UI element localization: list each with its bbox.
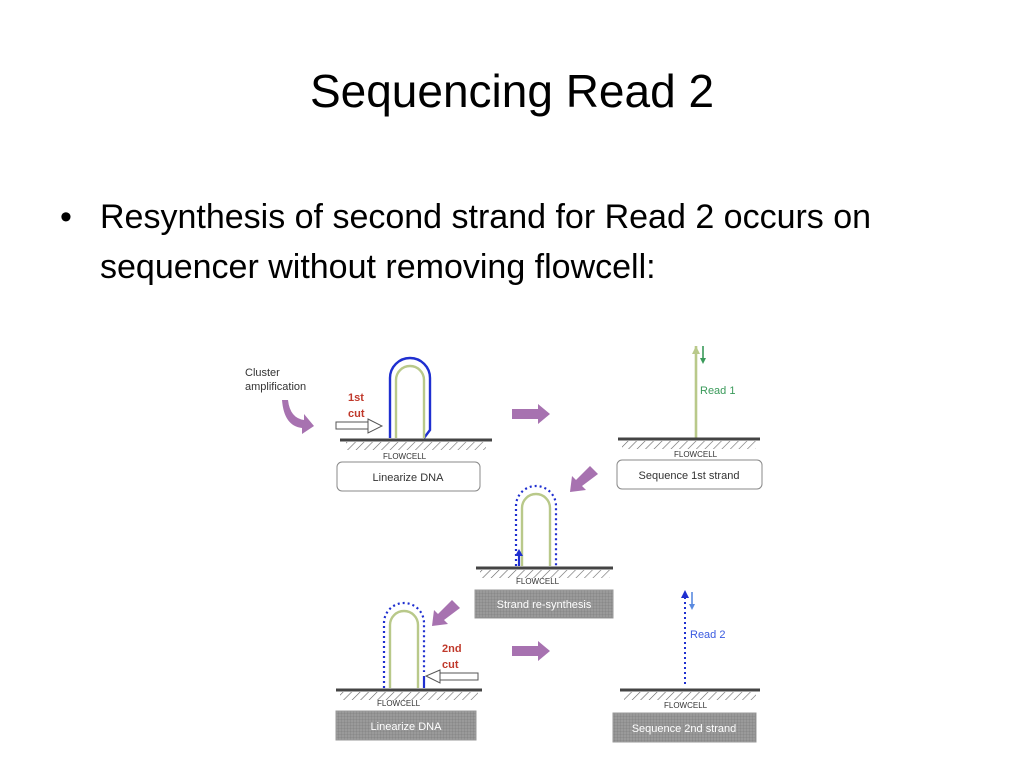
cluster-label-2: amplification — [245, 381, 306, 393]
step-sequence-1: Sequence 1st strand — [639, 470, 740, 482]
arrow-right-icon — [512, 404, 550, 424]
hairpin-strand-green — [394, 364, 426, 438]
curved-arrow-icon — [282, 400, 314, 434]
step-resynthesis: Strand re-synthesis — [497, 599, 592, 611]
cut1-label-1: 1st — [348, 392, 364, 404]
cut2-arrow-icon — [424, 669, 479, 684]
hairpin-strand-blue — [388, 356, 432, 439]
flowcell-label: FLOWCELL — [664, 701, 708, 710]
cut2-label-2: cut — [442, 659, 459, 671]
panel-sequence-1: Read 1 FLOWCELL Sequence 1st strand — [616, 346, 763, 490]
arrow-down-left-icon — [432, 600, 460, 626]
cut1-arrow-icon — [335, 418, 384, 434]
step-linearize-1: Linearize DNA — [373, 472, 445, 484]
resynthesis-strand-blue — [514, 484, 558, 566]
bullet-item: • Resynthesis of second strand for Read … — [60, 192, 980, 292]
bullet-dot-icon: • — [60, 198, 72, 236]
resynthesis-strand-green — [520, 492, 552, 566]
linearize2-strand-blue — [382, 601, 426, 688]
arrow-down-left-icon — [570, 466, 598, 492]
panel-sequence-2: Read 2 FLOWCELL Sequence 2nd strand — [612, 590, 760, 743]
cluster-label-1: Cluster — [245, 367, 280, 379]
flowcell-label: FLOWCELL — [377, 699, 421, 708]
step-sequence-2: Sequence 2nd strand — [632, 723, 737, 735]
step-linearize-2: Linearize DNA — [371, 721, 443, 733]
slide-title: Sequencing Read 2 — [309, 65, 715, 117]
flowcell-label: FLOWCELL — [383, 452, 427, 461]
cut1-label-2: cut — [348, 408, 365, 420]
flowcell-label: FLOWCELL — [516, 577, 560, 586]
cut2-label-1: 2nd — [442, 643, 462, 655]
panel-linearize-1: Cluster amplification 1st cut FLOWCELL L… — [245, 356, 492, 492]
flowcell-label: FLOWCELL — [674, 450, 718, 459]
arrow-right-icon — [512, 641, 550, 661]
panel-linearize-2: 2nd cut FLOWCELL Linearize DNA — [335, 601, 482, 741]
bullet-text: Resynthesis of second strand for Read 2 … — [100, 198, 872, 286]
read1-label: Read 1 — [700, 385, 735, 397]
linearize2-strand-green — [388, 609, 420, 688]
sequencing-diagram: Cluster amplification 1st cut FLOWCELL L… — [245, 346, 763, 743]
read2-label: Read 2 — [690, 629, 725, 641]
panel-resynthesis: FLOWCELL Strand re-synthesis — [474, 484, 614, 619]
